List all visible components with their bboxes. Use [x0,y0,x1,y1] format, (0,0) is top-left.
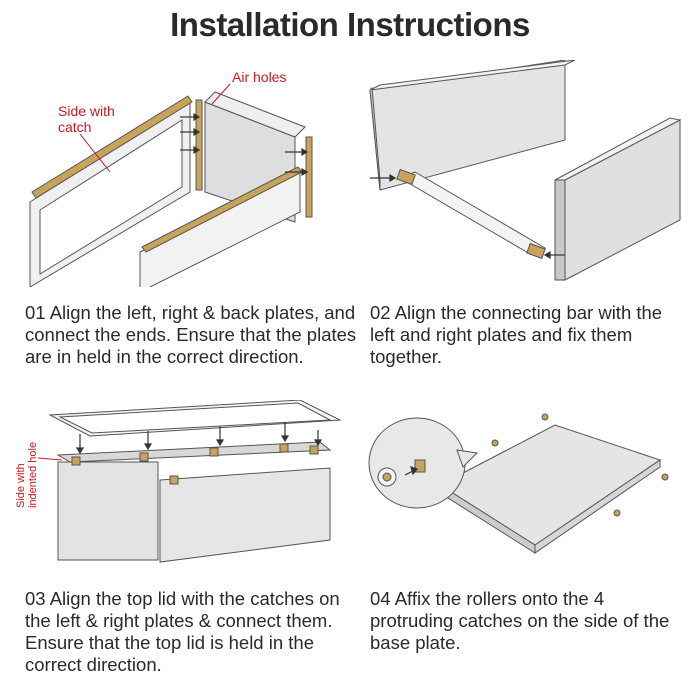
label-side-with-catch-line2: catch [58,119,91,135]
label-indented-hole-line2: indented hole [27,442,39,508]
label-side-with-catch-line1: Side with [58,103,115,119]
label-air-holes: Air holes [232,69,286,85]
step-3-illustration: Side with indented hole [15,400,342,563]
page-title: Installation Instructions [170,6,530,43]
label-side-with-line1: Side with [15,463,27,508]
step-1-illustration: Side with catch Air holes [29,69,313,287]
step-4-illustration [368,413,669,554]
step-3-instruction: 03 Align the top lid with the catches on… [25,588,340,675]
step-4-instruction: 04 Affix the rollers onto the 4 protrudi… [370,588,670,653]
step-2-illustration [369,60,682,281]
step-2-instruction: 02 Align the connecting bar with the lef… [370,302,663,367]
step-1-instruction: 01 Align the left, right & back plates, … [25,302,357,367]
